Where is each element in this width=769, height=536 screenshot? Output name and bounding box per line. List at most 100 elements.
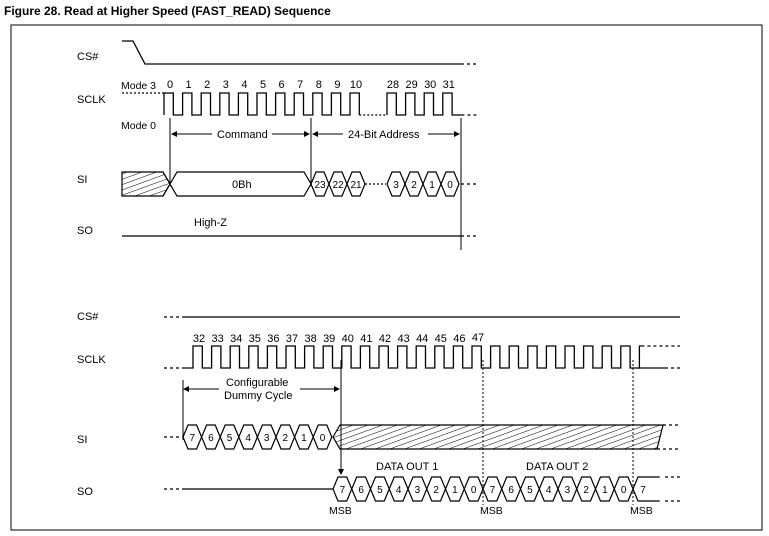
data-bit: 7 xyxy=(340,485,346,496)
top-clock-number: 2 xyxy=(204,79,210,91)
dummy-bit: 4 xyxy=(245,433,251,444)
bottom-sclk-label: SCLK xyxy=(77,354,106,366)
bottom-so-tail xyxy=(665,476,680,502)
top-clock-number: 28 xyxy=(387,79,399,91)
top-clock-number: 9 xyxy=(334,79,340,91)
dummy-bit: 3 xyxy=(264,433,270,444)
command-label: Command xyxy=(217,129,268,141)
address-bit: 23 xyxy=(314,180,326,191)
top-clock-number: 30 xyxy=(424,79,436,91)
top-clock-number: 3 xyxy=(223,79,229,91)
data-bit: 0 xyxy=(471,485,477,496)
data-bit: 4 xyxy=(396,485,402,496)
address-bit: 3 xyxy=(393,180,399,191)
address-bit: 1 xyxy=(429,180,435,191)
data-bit: 1 xyxy=(602,485,608,496)
top-si-waveform xyxy=(121,171,312,197)
bottom-si-tail xyxy=(657,424,680,450)
top-clock-number: 7 xyxy=(297,79,303,91)
bottom-clock-number: 35 xyxy=(249,333,261,345)
data-bit-box xyxy=(632,476,660,502)
msb-label-3: MSB xyxy=(630,505,653,517)
address-bit: 22 xyxy=(332,180,344,191)
bottom-clock-number: 38 xyxy=(304,333,316,345)
address-bit: 2 xyxy=(411,180,417,191)
bottom-si-label: SI xyxy=(77,434,87,446)
bottom-clock-number: 45 xyxy=(435,333,447,345)
bottom-clock-number: 37 xyxy=(286,333,298,345)
top-sclk-waveform xyxy=(163,92,478,116)
dummy-label-line1: Configurable xyxy=(226,377,288,389)
top-cs-label: CS# xyxy=(77,51,99,63)
top-clock-number: 10 xyxy=(350,79,362,91)
opcode-label: 0Bh xyxy=(232,179,252,191)
data-bit: 2 xyxy=(433,485,439,496)
top-clock-number: 6 xyxy=(279,79,285,91)
top-clock-number: 8 xyxy=(316,79,322,91)
data-bit: 4 xyxy=(546,485,552,496)
command-dimension xyxy=(169,118,462,250)
data-bit: 5 xyxy=(527,485,533,496)
dummy-bit: 5 xyxy=(227,433,233,444)
dummy-label-line2: Dummy Cycle xyxy=(224,390,292,402)
bottom-clock-number: 40 xyxy=(342,333,354,345)
top-clock-number: 0 xyxy=(167,79,173,91)
bottom-clock-number: 39 xyxy=(323,333,335,345)
dummy-bits: 7 6 5 4 3 2 1 0 xyxy=(182,424,333,450)
bottom-clock-number: 41 xyxy=(360,333,372,345)
mode0-label: Mode 0 xyxy=(121,120,156,132)
figure-title: Figure 28. Read at Higher Speed (FAST_RE… xyxy=(4,4,331,18)
mode3-label: Mode 3 xyxy=(121,80,156,92)
top-clock-number: 5 xyxy=(260,79,266,91)
msb-label-2: MSB xyxy=(480,505,503,517)
dummy-bit: 0 xyxy=(320,433,326,444)
address-bit-box xyxy=(440,171,460,197)
top-si-label: SI xyxy=(77,174,87,186)
high-z-label: High-Z xyxy=(194,217,227,229)
data-bit: 6 xyxy=(358,485,364,496)
address-label: 24-Bit Address xyxy=(348,129,420,141)
dummy-bit-box xyxy=(312,424,333,450)
dummy-bit: 1 xyxy=(301,433,307,444)
dummy-bit: 7 xyxy=(190,433,196,444)
top-sclk-label: SCLK xyxy=(77,94,106,106)
bottom-sclk-pulses xyxy=(183,345,642,369)
top-clock-number: 4 xyxy=(241,79,247,91)
diagram-border xyxy=(10,24,763,531)
bottom-sclk-waveform xyxy=(164,345,680,369)
dummy-bit: 6 xyxy=(208,433,214,444)
top-so-label: SO xyxy=(77,225,93,237)
data-out-2-label: DATA OUT 2 xyxy=(526,461,588,473)
top-clock-number: 31 xyxy=(443,79,455,91)
data-bit: 7 xyxy=(640,485,646,496)
data-bit: 6 xyxy=(508,485,514,496)
bottom-clock-number: 46 xyxy=(453,333,465,345)
bottom-cs-label: CS# xyxy=(77,311,99,323)
data-bit: 3 xyxy=(565,485,571,496)
bottom-so-label: SO xyxy=(77,486,93,498)
top-clock-number: 29 xyxy=(405,79,417,91)
bottom-clock-number: 43 xyxy=(397,333,409,345)
data-bit: 7 xyxy=(490,485,496,496)
msb-label-1: MSB xyxy=(329,505,352,517)
data-bit: 1 xyxy=(452,485,458,496)
data-bit: 3 xyxy=(415,485,421,496)
address-bit: 0 xyxy=(447,180,453,191)
bottom-clock-number: 42 xyxy=(379,333,391,345)
data-out-1-label: DATA OUT 1 xyxy=(376,461,438,473)
data-bit: 0 xyxy=(621,485,627,496)
bottom-clock-number: 33 xyxy=(211,333,223,345)
data-bit: 2 xyxy=(583,485,589,496)
dummy-bit: 2 xyxy=(283,433,289,444)
bottom-clock-number: 36 xyxy=(267,333,279,345)
address-bit: 21 xyxy=(350,180,362,191)
bottom-clock-number: 44 xyxy=(416,333,428,345)
bottom-clock-number: 32 xyxy=(193,333,205,345)
top-cs-waveform xyxy=(122,40,478,65)
bottom-clock-number: 47 xyxy=(472,332,484,344)
